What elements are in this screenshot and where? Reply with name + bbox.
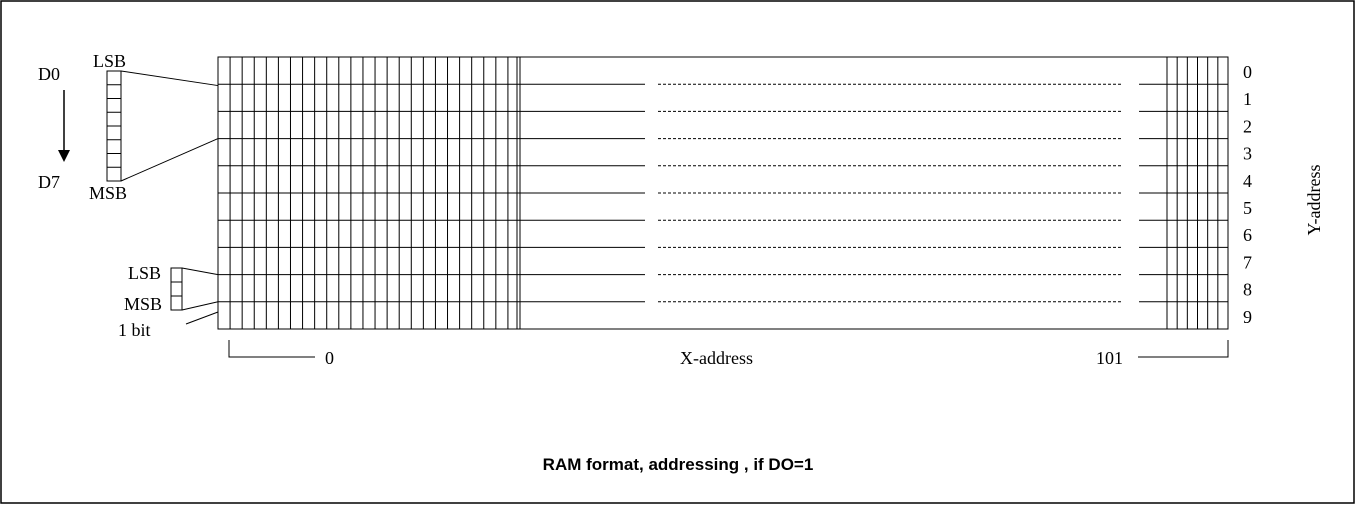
y-address-row-label: 2 [1243, 116, 1252, 136]
byte-bit-stack [106, 70, 219, 182]
one-bit-label: 1 bit [118, 320, 151, 340]
byte-connector-bottom [120, 138, 219, 182]
small-msb-label: MSB [124, 294, 162, 314]
x-address-start: 0 [325, 348, 334, 368]
y-address-title: Y-address [1304, 165, 1324, 236]
small-lsb-label: LSB [128, 263, 161, 283]
diagram-caption: RAM format, addressing , if DO=1 [543, 455, 814, 474]
y-address-row-label: 7 [1243, 252, 1252, 272]
small-stack-outline [170, 267, 183, 311]
y-address-row-label: 6 [1243, 225, 1252, 245]
ram-grid-left-block [217, 56, 521, 330]
arrow-head-icon [58, 150, 70, 162]
y-address-row-label: 1 [1243, 89, 1252, 109]
small-connector-top [181, 267, 219, 276]
one-bit-pointer [185, 311, 219, 325]
small-bit-stack [170, 267, 219, 325]
y-address-row-label: 4 [1243, 171, 1252, 191]
y-address-row-label: 3 [1243, 144, 1252, 164]
byte-lsb-label: LSB [93, 51, 126, 71]
d0-label: D0 [38, 64, 60, 84]
y-address-labels: 0 1 2 3 4 5 6 7 8 9 [1243, 62, 1252, 327]
d7-label: D7 [38, 172, 60, 192]
byte-connector-top [120, 70, 219, 87]
x-bracket-right [1138, 340, 1229, 358]
ram-row-lines [520, 83, 1167, 303]
byte-msb-label: MSB [89, 183, 127, 203]
x-address-end: 101 [1096, 348, 1123, 368]
small-connector-bottom [181, 301, 219, 311]
y-address-row-label: 5 [1243, 198, 1252, 218]
x-bracket-left [228, 340, 315, 358]
y-address-row-label: 0 [1243, 62, 1252, 82]
y-address-row-label: 9 [1243, 307, 1252, 327]
ram-grid-right-block [520, 56, 1229, 330]
y-address-row-label: 8 [1243, 280, 1252, 300]
x-address-title: X-address [680, 348, 753, 368]
